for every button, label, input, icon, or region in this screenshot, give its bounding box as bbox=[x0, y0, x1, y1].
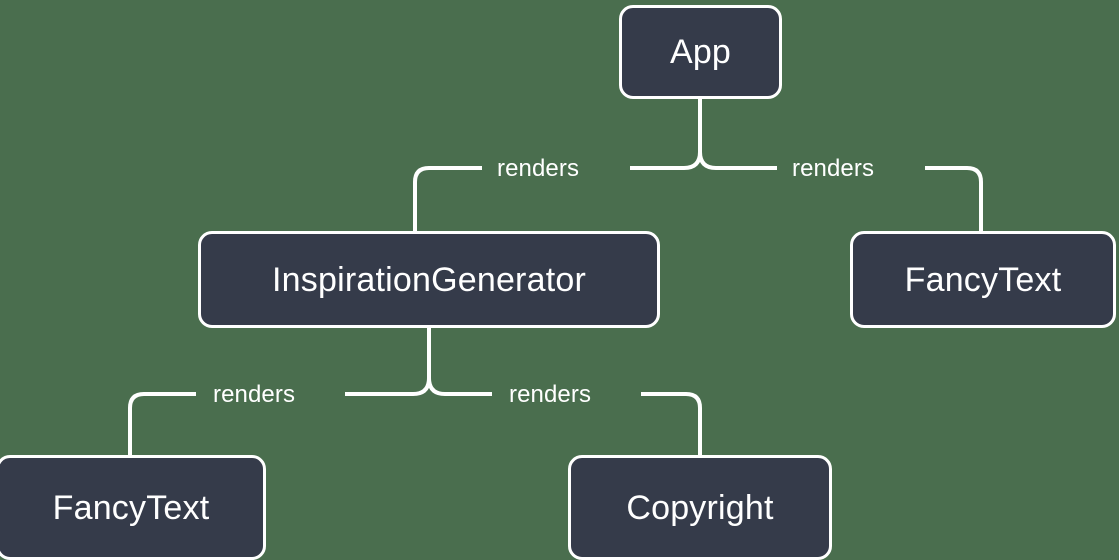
edge-label-inspiration-generator-to-copyright: renders bbox=[509, 381, 592, 408]
edge-label-inspiration-generator-to-fancytext-bottom: renders bbox=[213, 381, 296, 408]
node-fancytext-right-label: FancyText bbox=[904, 260, 1062, 299]
edge-label-app-to-inspiration-generator: renders bbox=[497, 155, 580, 182]
node-inspiration-generator-label: InspirationGenerator bbox=[272, 260, 586, 299]
node-copyright-label: Copyright bbox=[626, 488, 774, 527]
node-fancytext-right[interactable]: FancyText bbox=[850, 231, 1116, 328]
node-copyright[interactable]: Copyright bbox=[568, 455, 832, 560]
node-fancytext-bottom-label: FancyText bbox=[52, 488, 210, 527]
edge-label-app-to-fancytext-right: renders bbox=[792, 155, 875, 182]
node-fancytext-bottom[interactable]: FancyText bbox=[0, 455, 266, 560]
node-app-label: App bbox=[669, 33, 732, 71]
node-inspiration-generator[interactable]: InspirationGenerator bbox=[198, 231, 660, 328]
node-app[interactable]: App bbox=[619, 5, 782, 99]
